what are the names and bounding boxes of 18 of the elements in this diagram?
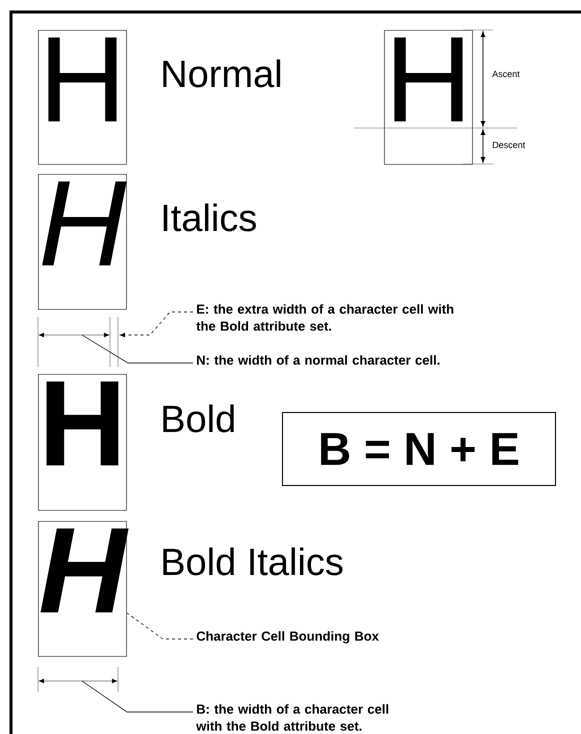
- character-cell: H: [38, 30, 127, 165]
- style-label: Italics: [164, 203, 256, 232]
- leader-line: [82, 334, 194, 364]
- style-label: Normal: [163, 59, 280, 88]
- leader-line: [82, 680, 194, 712]
- annotation-text: E: the extra width of a character cell with the Bold attribute set.: [196, 304, 454, 331]
- character-cell: H: [38, 374, 127, 511]
- style-label: Bold: [163, 404, 234, 432]
- character-cell: H: [384, 30, 473, 165]
- annotation-text: Character Cell Bounding Box: [196, 631, 379, 644]
- leader-line: [120, 312, 194, 338]
- formula-box: B = N + E: [282, 412, 556, 486]
- style-label: Bold Italics: [163, 547, 343, 576]
- annotation-text: B: the width of a character cell with the Bold attribute set.: [196, 704, 388, 731]
- annotation-text: N: the width of a normal character cell.: [197, 355, 440, 365]
- metric-label: Descent: [492, 142, 526, 148]
- leader-line: [126, 612, 194, 640]
- metric-label: Ascent: [492, 70, 520, 78]
